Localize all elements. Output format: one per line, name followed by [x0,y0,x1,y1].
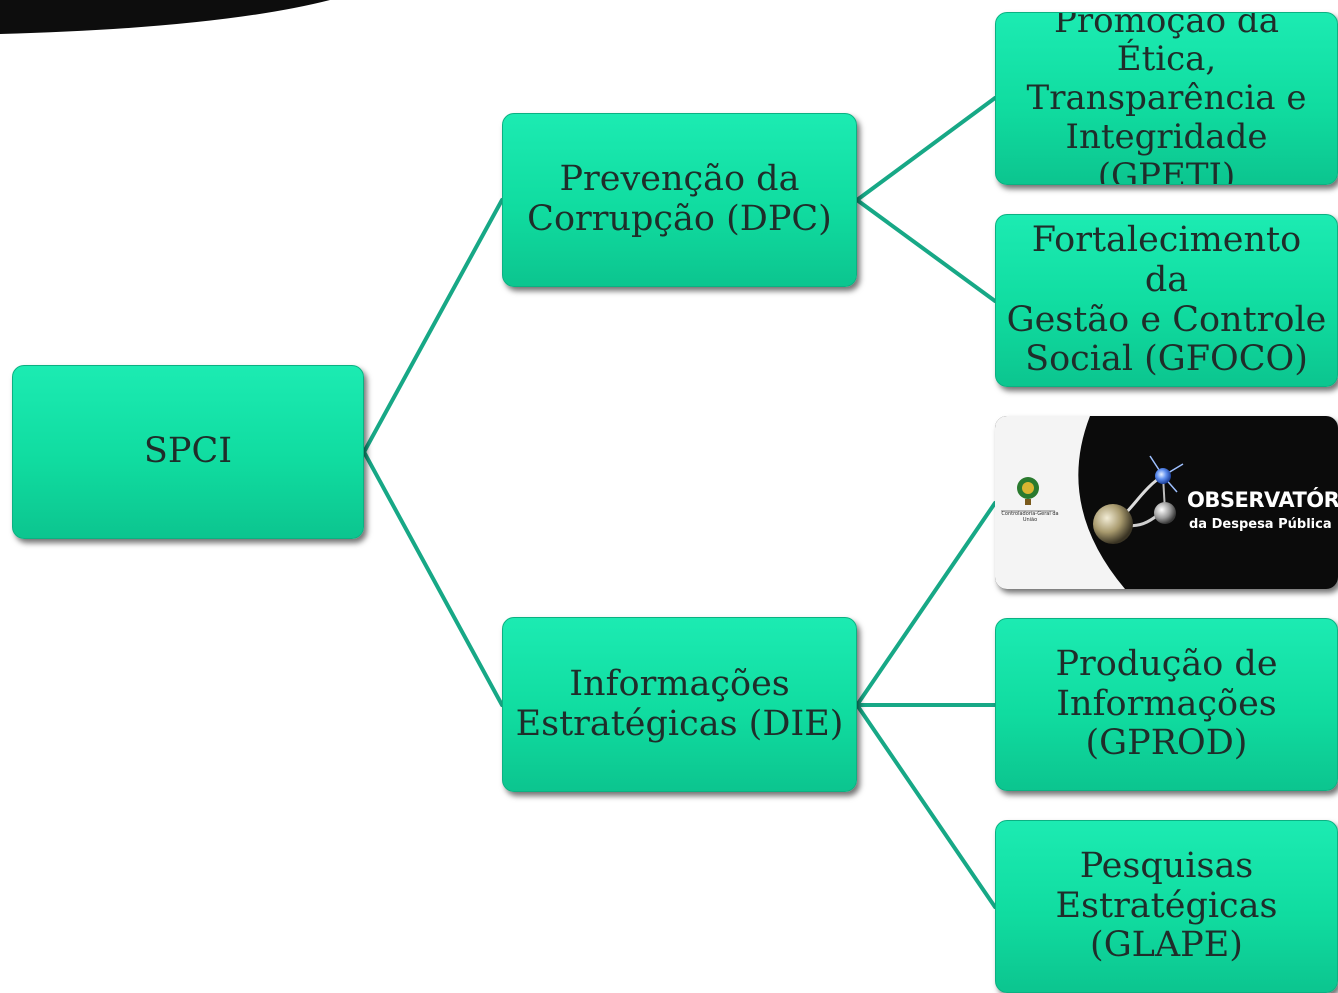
blue-sphere-icon [1155,468,1171,484]
node-dpc: Prevenção da Corrupção (DPC) [502,113,857,287]
connector-spci-die [362,450,504,707]
node-gfoco-line1: Fortalecimento da [1031,219,1302,300]
node-die-line2: Estratégicas (DIE) [515,703,844,744]
observatorio-logo-graphic [995,416,1184,589]
connector-spci-dpc [362,198,504,454]
node-spci-label: SPCI [143,431,233,472]
gold-sphere-icon [1093,504,1133,544]
node-gfoco-line3: Social (GFOCO) [1025,339,1308,380]
node-gfoco-line2: Gestão e Controle [1006,299,1327,340]
connector-die-glape [855,703,997,909]
node-glape: Pesquisas Estratégicas (GLAPE) [995,820,1338,993]
node-die-line1: Informações [569,663,790,704]
node-gfoco: Fortalecimento da Gestão e Controle Soci… [995,214,1338,387]
node-dpc-line2: Corrupção (DPC) [527,199,832,239]
node-gpeti-line2: Transparência e [1026,78,1307,119]
node-glape-line3: (GLAPE) [1090,925,1243,966]
node-gpeti: Promoção da Ética, Transparência e Integ… [995,12,1338,185]
node-glape-line2: Estratégicas [1055,885,1278,926]
node-gprod-line1: Produção de [1055,643,1278,684]
observatorio-title: OBSERVATÓRIO [1187,488,1338,512]
node-gpeti-line1: Promoção da Ética, [1054,12,1279,80]
node-gprod: Produção de Informações (GPROD) [995,618,1338,791]
node-die: Informações Estratégicas (DIE) [502,617,857,792]
node-gpeti-line3: Integridade (GPETI) [1065,116,1268,185]
cgu-org-name: Controladoria-Geral da União [1001,511,1059,523]
node-spci: SPCI [12,365,364,539]
node-glape-line1: Pesquisas [1079,845,1254,886]
node-gprod-line2: Informações [1056,683,1277,724]
observatorio-subtitle: da Despesa Pública [1189,517,1332,532]
silver-sphere-icon [1154,502,1176,524]
connector-dpc-gpeti [855,96,997,202]
connector-die-observatorio [855,501,997,707]
observatorio-logo: Controladoria-Geral da União OBSERVATÓRI… [995,416,1338,589]
node-dpc-line1: Prevenção da [559,159,800,200]
connector-dpc-gfoco [855,198,997,303]
corner-swoosh-decoration [0,0,330,34]
cgu-emblem-icon [1017,477,1039,505]
node-gprod-line3: (GPROD) [1085,723,1248,764]
